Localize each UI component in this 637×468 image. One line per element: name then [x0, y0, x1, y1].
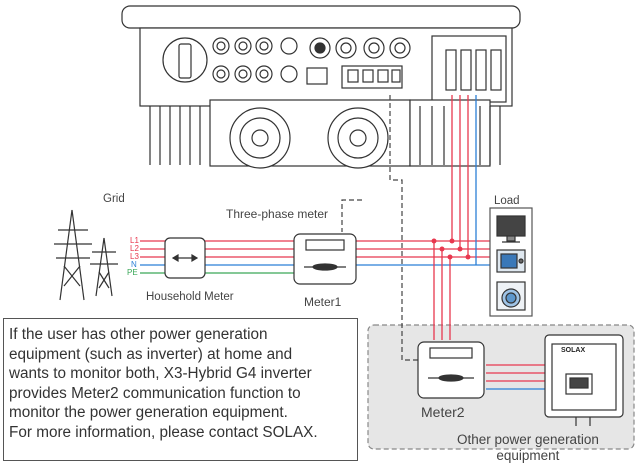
info-note: If the user has other power generation e… — [3, 318, 358, 461]
washing-machine-icon — [496, 281, 526, 311]
inverter-icon — [121, 5, 521, 169]
meter-icon — [293, 233, 357, 285]
meter1-label: Meter1 — [304, 295, 342, 309]
computer-icon — [496, 215, 526, 243]
third-party-inverter-icon — [544, 334, 624, 426]
household-meter-label: Household Meter — [146, 291, 234, 303]
line-label-pe: PE — [127, 268, 138, 277]
meter2-label: Meter2 — [421, 404, 465, 420]
other-equipment-label-line2: equipment — [496, 448, 560, 463]
inverter-ac-lines — [451, 95, 469, 257]
communication-line — [341, 95, 418, 361]
note-line: provides Meter2 communication function t… — [9, 384, 301, 402]
three-phase-meter-label: Three-phase meter — [226, 207, 329, 221]
meter-icon — [417, 341, 485, 399]
line-label-n: N — [131, 260, 137, 269]
meter2-branch-lines — [433, 241, 545, 382]
line-label-l1: L1 — [130, 236, 139, 245]
meter-icon — [164, 237, 206, 279]
note-line: For more information, please contact SOL… — [9, 423, 318, 441]
pylon-icon — [54, 209, 118, 301]
note-line: equipment (such as inverter) at home and — [9, 345, 293, 363]
junction-dots — [431, 238, 471, 260]
note-line: If the user has other power generation — [9, 326, 268, 343]
load-label: Load — [494, 195, 520, 207]
other-equipment-label: Other power generation equipment — [457, 432, 599, 464]
cooktop-icon — [496, 249, 526, 273]
line-label-l2: L2 — [130, 244, 139, 253]
other-equipment-label-line1: Other power generation — [457, 432, 599, 447]
solax-logo: SOLAX — [561, 347, 586, 354]
line-label-l3: L3 — [130, 252, 139, 261]
note-line: wants to monitor both, X3-Hybrid G4 inve… — [9, 365, 312, 383]
grid-label: Grid — [103, 193, 125, 205]
note-line: monitor the power generation equipment. — [9, 404, 288, 422]
